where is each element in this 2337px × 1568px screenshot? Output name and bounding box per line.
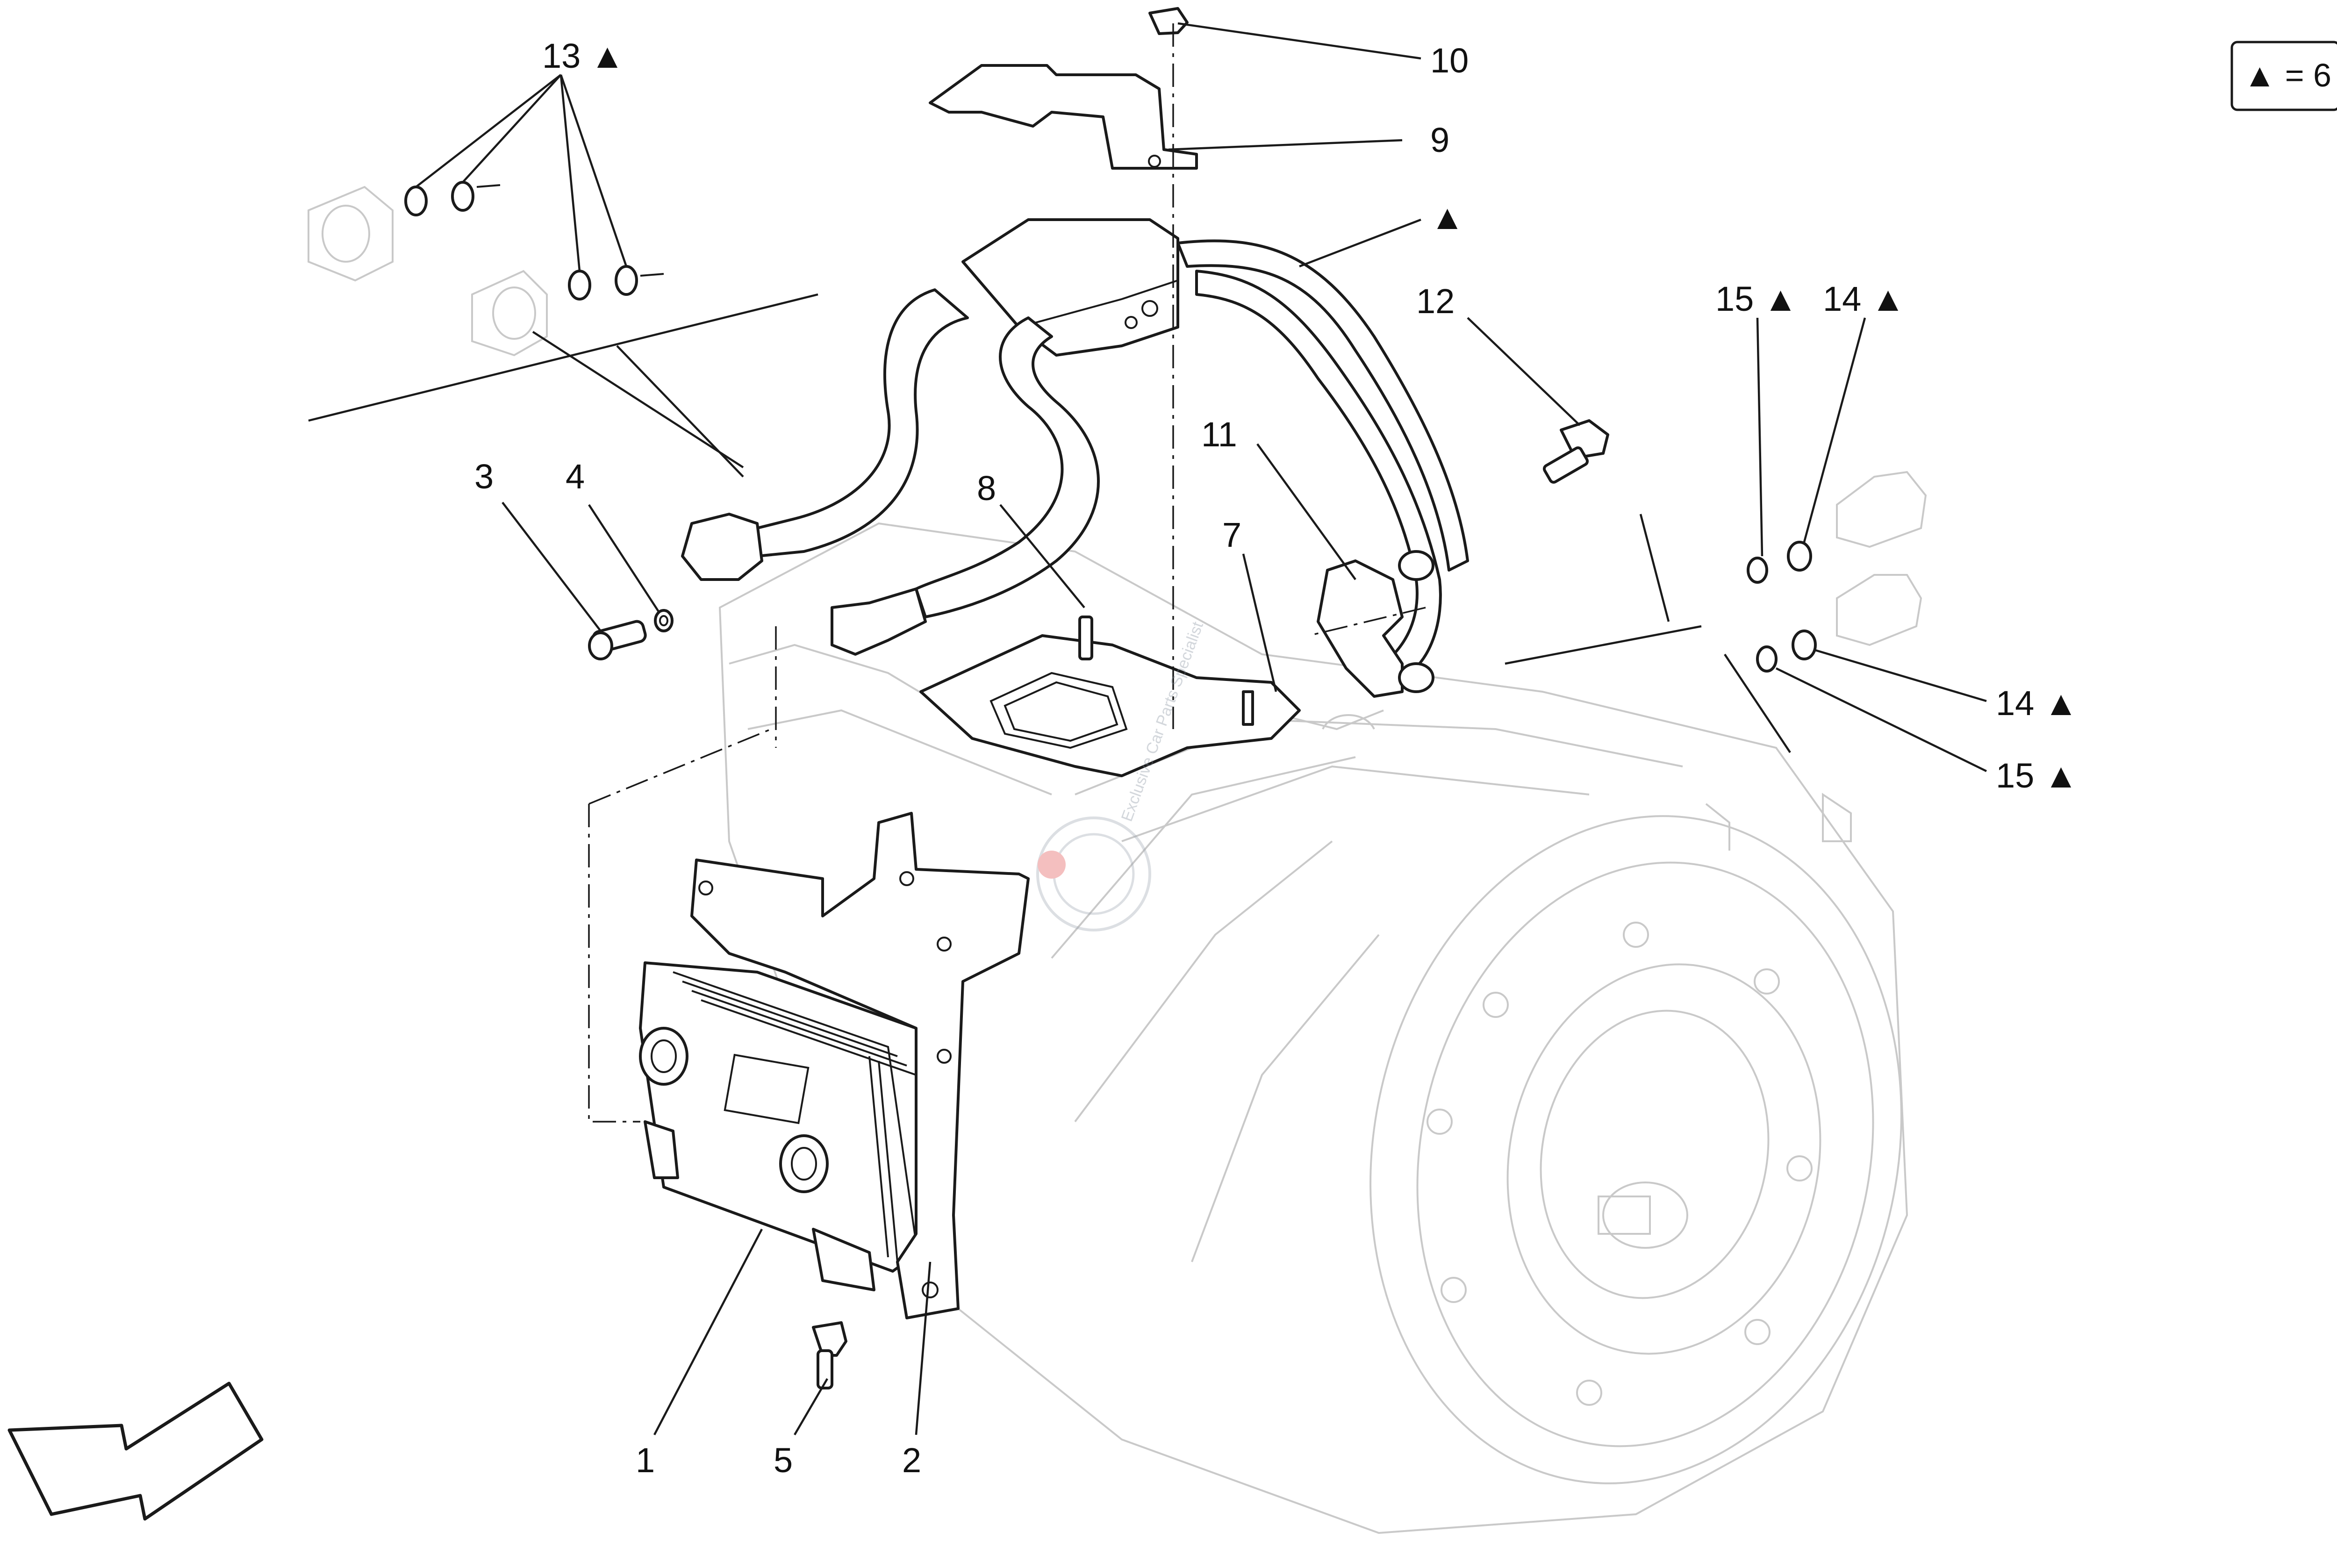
callout-9: 9 xyxy=(1430,121,1449,159)
direction-arrow xyxy=(7,1382,264,1521)
bolt-10 xyxy=(1148,7,1189,35)
reference-lines xyxy=(308,23,1791,1123)
oil-cooler xyxy=(639,961,946,1291)
washer-4 xyxy=(654,609,674,632)
callout-2: 2 xyxy=(902,1441,921,1480)
callout-8: 8 xyxy=(977,469,996,508)
bolt-12 xyxy=(1542,419,1609,484)
callout-7: 7 xyxy=(1222,516,1241,554)
plate-7 xyxy=(919,616,1301,777)
callout-13: 13 ▲ xyxy=(542,36,624,75)
cooler-bracket xyxy=(690,812,1030,1319)
callout-10: 10 xyxy=(1430,41,1469,80)
callout-15-upper: 15 ▲ xyxy=(1715,279,1798,318)
callout-3: 3 xyxy=(474,457,494,496)
seal-set-13 xyxy=(308,181,664,357)
bolt-3 xyxy=(588,620,647,660)
callout-14-upper: 14 ▲ xyxy=(1823,279,1905,318)
hose-assembly xyxy=(681,218,1469,698)
legend-text: ▲ = 6 xyxy=(2244,57,2331,93)
callout-12: 12 xyxy=(1416,282,1455,321)
callout-14-lower: 14 ▲ xyxy=(1996,684,2078,723)
callout-11: 11 xyxy=(1201,415,1237,454)
callout-15-lower: 15 ▲ xyxy=(1996,756,2078,795)
callout-4: 4 xyxy=(566,457,585,496)
bracket-9 xyxy=(929,64,1198,170)
leader-lines xyxy=(415,22,1987,1436)
callout-5: 5 xyxy=(774,1441,793,1480)
callout-triangle: ▲ xyxy=(1430,198,1464,236)
legend-box: ▲ = 6 xyxy=(2230,41,2337,111)
callout-1: 1 xyxy=(636,1441,655,1480)
bolt-5 xyxy=(812,1321,847,1389)
fittings-14-15 xyxy=(1747,471,1927,673)
